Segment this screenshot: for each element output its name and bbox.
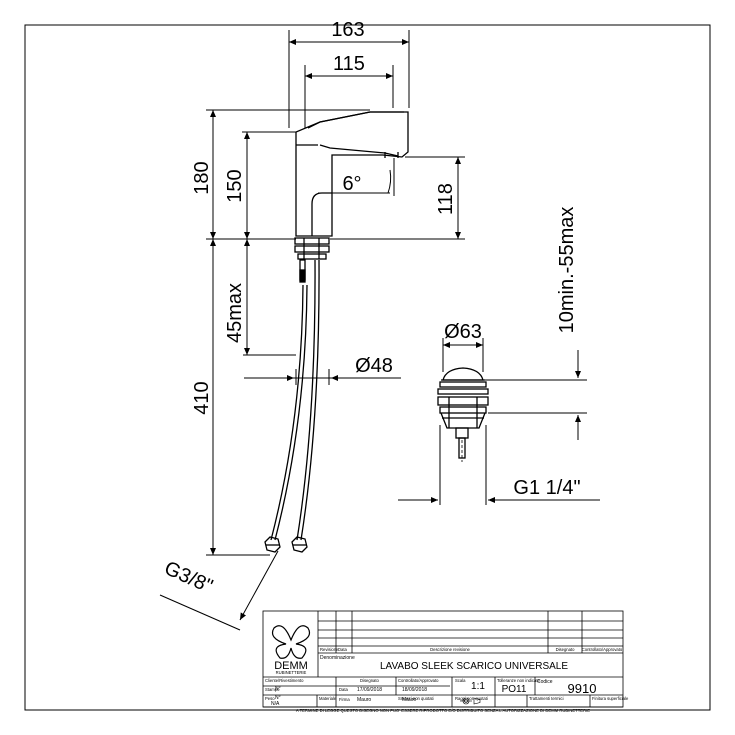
weight-label: Peso xyxy=(265,696,275,701)
drain-drawing xyxy=(437,367,489,462)
code-label: Codice xyxy=(537,679,553,685)
tolerance-value: PO11 xyxy=(502,684,527,695)
dim-g3-8: G3/8" xyxy=(161,557,216,598)
approved-date: 18/09/2018 xyxy=(402,687,427,693)
butterfly-logo-icon xyxy=(271,625,311,659)
dim-163: 163 xyxy=(331,19,364,41)
coating-label: Cliente/Rivestimento xyxy=(265,678,304,683)
coating-value: N° xyxy=(275,686,281,692)
drawn-label: Disegnato xyxy=(360,678,380,683)
dim-118: 118 xyxy=(435,183,457,215)
print-label: Stampo xyxy=(265,687,280,692)
logo-subtext: RUBINETTERIE xyxy=(276,670,307,675)
drawn-by: Mauro xyxy=(357,697,371,703)
title-block-text: Revisione Data Descrizione revisione Dis… xyxy=(265,647,629,713)
title-block xyxy=(262,610,624,708)
finish-label: Finitura superficiale xyxy=(592,696,629,701)
drawn-header: Disegnato xyxy=(556,647,576,652)
dim-115: 115 xyxy=(333,53,365,75)
treatment-label: Trattamenti termici xyxy=(529,696,564,701)
demm-logo: DEMM RUBINETTERIE xyxy=(271,625,311,675)
dim-10min-55max: 10min.-55max xyxy=(556,207,578,334)
revision-header: Revisione xyxy=(320,647,339,652)
dim-180: 180 xyxy=(191,161,213,194)
logo-text: DEMM xyxy=(274,660,308,672)
drawn-date: 17/09/2018 xyxy=(357,687,382,693)
dim-g1-1-4: G1 1/4" xyxy=(513,477,580,499)
signature-label: Firma xyxy=(339,697,350,702)
dim-410: 410 xyxy=(191,381,213,414)
sheet-border xyxy=(24,24,711,711)
edges-label: Smussi non quotati xyxy=(398,696,434,701)
scale-value: 1:1 xyxy=(471,681,485,692)
checked-header: Controllato/Approvato xyxy=(582,647,623,652)
date-header: Data xyxy=(338,647,348,652)
dim-d63: Ø63 xyxy=(444,321,482,343)
print-value: N° xyxy=(275,695,281,701)
faucet-dimensions xyxy=(159,30,465,631)
code-value: 9910 xyxy=(568,681,597,696)
product-name: LAVABO SLEEK SCARICO UNIVERSALE xyxy=(380,661,568,672)
material-label: Materiale xyxy=(319,696,337,701)
dim-45max: 45max xyxy=(224,283,246,343)
approved-by: Mauro xyxy=(402,697,416,703)
description-header: Descrizione revisione xyxy=(430,647,470,652)
tolerance-label: Tolleranze non indicate xyxy=(497,678,541,683)
dim-d48: Ø48 xyxy=(355,355,393,377)
denomination-label: Denominazione xyxy=(320,655,355,661)
weight-value: N/A xyxy=(271,701,280,707)
dim-angle-6: 6° xyxy=(342,173,361,195)
dimension-labels: 163 115 180 150 6° 118 45max 410 Ø48 Ø63… xyxy=(161,19,581,598)
drain-dimensions xyxy=(398,338,600,505)
dim-150: 150 xyxy=(224,169,246,202)
approved-label: Controllato/Approvato xyxy=(398,678,439,683)
date-label: Data xyxy=(339,687,349,692)
projection-symbol-icon xyxy=(460,697,481,705)
scale-label: Scala xyxy=(455,678,466,683)
radius-label: Raggi non quotati xyxy=(455,696,488,701)
footer-notice: A TERMINE DI LEGGE QUESTO DISEGNO NON PU… xyxy=(296,708,590,713)
faucet-drawing xyxy=(264,111,409,553)
